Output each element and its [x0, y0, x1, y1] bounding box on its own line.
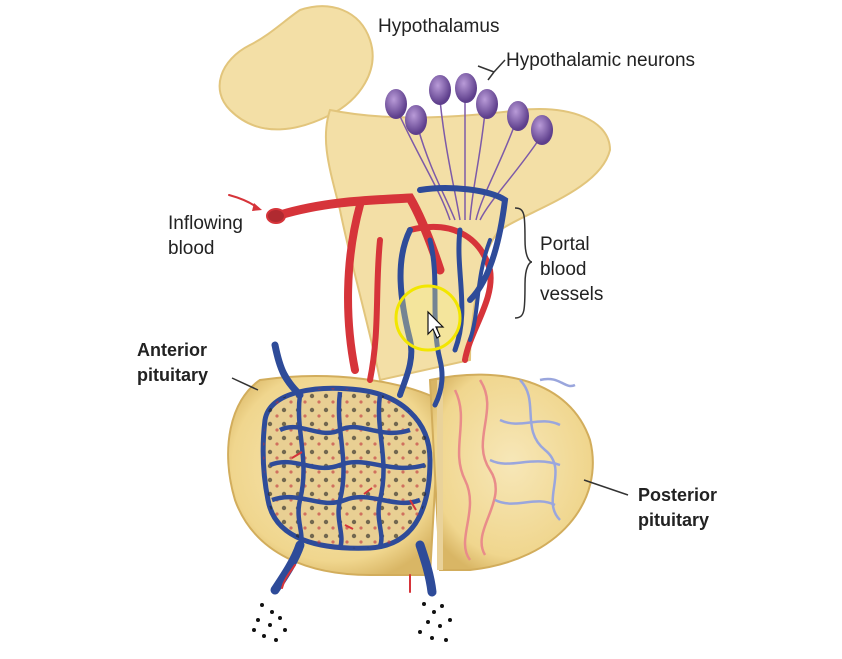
label-anterior-line1: Anterior — [137, 340, 208, 360]
posterior-capillary-bed — [453, 377, 576, 561]
portal-vessels — [228, 185, 509, 408]
label-portal-line1: Portal — [540, 234, 590, 255]
label-inflowing-line1: Inflowing — [168, 213, 243, 234]
anterior-capillary-bed — [260, 385, 433, 551]
label-anterior-line2: pituitary — [137, 365, 209, 385]
label-hypothalamus: Hypothalamus — [378, 16, 500, 37]
label-portal-line3: vessels — [540, 284, 604, 305]
hypothalamic-neurons — [385, 73, 553, 221]
mouse-cursor-icon — [427, 310, 445, 339]
label-posterior-line2: pituitary — [638, 510, 710, 530]
label-hypothalamic-neurons: Hypothalamic neurons — [506, 50, 696, 71]
label-portal-line2: blood — [540, 259, 587, 280]
leader-lines — [231, 59, 629, 496]
label-posterior-line1: Posterior — [638, 485, 718, 505]
label-inflowing-line2: blood — [168, 238, 215, 259]
outflowing-veins — [252, 540, 452, 642]
cursor-highlight — [394, 284, 462, 352]
